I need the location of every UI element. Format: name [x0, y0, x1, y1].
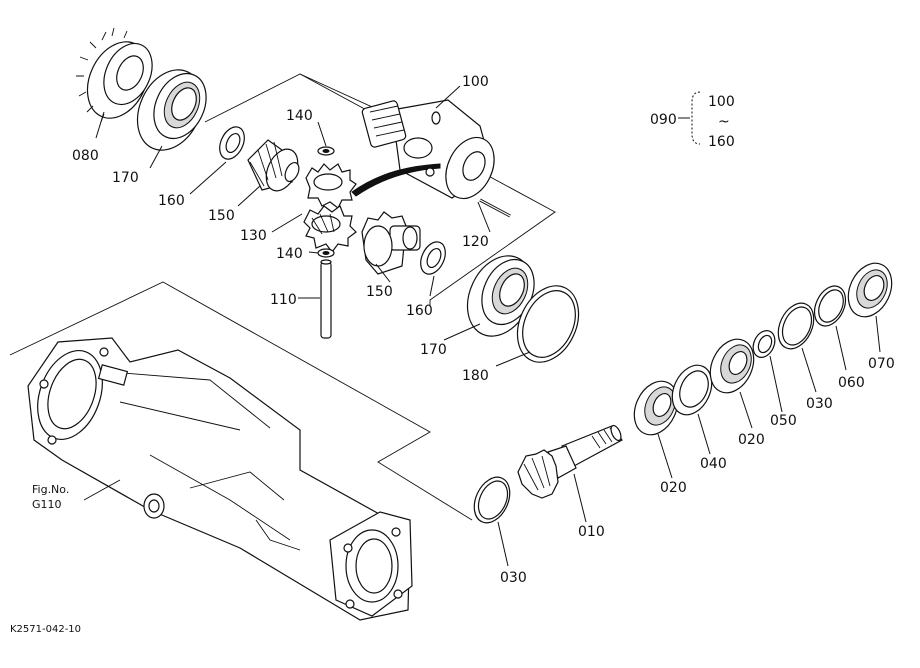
drawing-code: K2571-042-10 [10, 624, 81, 635]
part-040-collar[interactable] [665, 359, 720, 421]
callout-030: 030 [806, 396, 833, 412]
callout-140: 140 [286, 108, 313, 124]
callout-040: 040 [700, 456, 727, 472]
figure-reference-line1: Fig.No. [32, 483, 69, 496]
part-030-snap-ring-lower[interactable] [467, 471, 516, 528]
part-060-snap-ring[interactable] [808, 281, 851, 331]
callout-080: 080 [72, 148, 99, 164]
part-150-side-gear-upper[interactable] [247, 139, 304, 196]
part-110-pinion-shaft[interactable] [320, 259, 332, 339]
part-160-washer-upper[interactable] [215, 123, 249, 163]
callout-170: 170 [112, 170, 139, 186]
part-020-bearing-right[interactable] [702, 332, 762, 400]
callout-030: 030 [500, 570, 527, 586]
part-030-snap-ring-upper[interactable] [771, 297, 820, 354]
callout-170: 170 [420, 342, 447, 358]
part-010-drive-pinion[interactable] [517, 424, 623, 499]
callout-150: 150 [208, 208, 235, 224]
callout-020: 020 [660, 480, 687, 496]
callout-120: 120 [462, 234, 489, 250]
part-140-washer-upper[interactable] [317, 146, 335, 156]
callout-090-range-tilde: ~ [718, 114, 730, 130]
callout-010: 010 [578, 524, 605, 540]
callout-090-range-end: 160 [708, 134, 735, 150]
callout-020: 020 [738, 432, 765, 448]
diff-group-frame [204, 73, 556, 306]
part-100-differential-case[interactable] [351, 99, 503, 206]
callout-160: 160 [158, 193, 185, 209]
callout-140: 140 [276, 246, 303, 262]
part-130-pinion-gear-upper[interactable] [305, 163, 357, 209]
part-020-bearing-left[interactable] [626, 374, 686, 442]
part-140-washer-lower[interactable] [317, 248, 335, 258]
part-160-washer-lower[interactable] [416, 238, 450, 278]
part-170-bearing-lower[interactable] [455, 245, 545, 346]
part-150-side-gear-lower[interactable] [361, 211, 421, 275]
callout-150: 150 [366, 284, 393, 300]
callout-110: 110 [270, 292, 297, 308]
callout-090-range-start: 100 [708, 94, 735, 110]
callout-160: 160 [406, 303, 433, 319]
callout-090: 090 [650, 112, 677, 128]
part-170-bearing-upper[interactable] [125, 59, 216, 160]
callout-060: 060 [838, 375, 865, 391]
part-120-lock-pin[interactable] [479, 198, 511, 218]
part-180-shim[interactable] [506, 276, 591, 372]
callout-070: 070 [868, 356, 895, 372]
callout-180: 180 [462, 368, 489, 384]
part-080-gear-hub[interactable] [76, 27, 162, 128]
part-130-pinion-gear-lower[interactable] [303, 205, 357, 253]
leader-lines [83, 85, 881, 567]
callout-050: 050 [770, 413, 797, 429]
part-050-lock-nut[interactable] [749, 327, 779, 361]
part-070-oil-seal[interactable] [840, 256, 900, 324]
figure-reference-line2: G110 [32, 498, 62, 511]
callout-100: 100 [462, 74, 489, 90]
callout-130: 130 [240, 228, 267, 244]
axle-housing[interactable] [26, 337, 413, 621]
housing-group-frame [9, 281, 473, 521]
